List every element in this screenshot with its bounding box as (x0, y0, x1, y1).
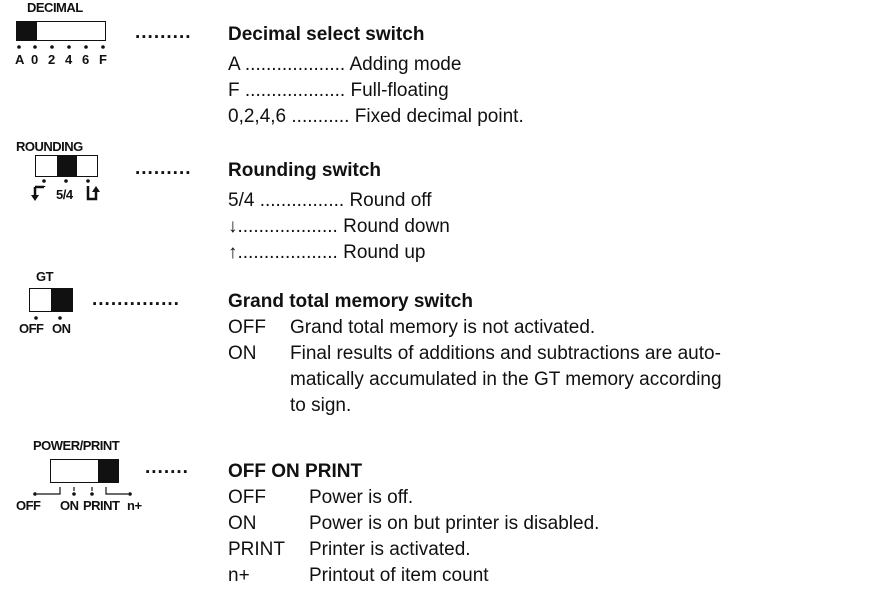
power-item-on-desc: Power is on but printer is disabled. (309, 513, 600, 534)
power-pos-off: OFF (16, 498, 41, 513)
gt-pos-off: OFF (19, 321, 44, 336)
item-desc: Round up (343, 242, 426, 263)
rounding-center-label: 5/4 (56, 187, 73, 202)
rounding-arrows (31, 179, 100, 201)
power-switch-label: POWER/PRINT (33, 438, 120, 453)
rounding-item-off: 5/4 ................ Round off (228, 190, 432, 212)
item-key: F (228, 80, 240, 101)
gt-item-on-desc-line3: to sign. (290, 395, 352, 416)
item-dots: ................... (244, 54, 346, 75)
power-pos-n-plus: n+ (127, 498, 142, 513)
item-dots: ................... (237, 216, 338, 237)
power-item-on-key: ON (228, 513, 257, 534)
gt-item-off-desc: Grand total memory is not activated. (290, 317, 596, 338)
item-key: ↑ (228, 242, 238, 263)
item-desc: Round down (343, 216, 450, 237)
item-desc: Round off (349, 190, 432, 211)
decimal-item-f: F ................... Full-floating (228, 80, 449, 102)
item-desc: Adding mode (349, 54, 462, 75)
item-dots: ........... (291, 106, 350, 127)
gt-item-off-key: OFF (228, 317, 266, 338)
rounding-leader: ......... (135, 158, 192, 179)
item-key: 5/4 (228, 190, 255, 211)
decimal-item-fixed: 0,2,4,6 ........... Fixed decimal point. (228, 106, 524, 128)
gt-switch-slider (29, 288, 73, 312)
gt-item-on-key: ON (228, 343, 257, 364)
power-position-lines (33, 487, 132, 496)
power-item-print-desc: Printer is activated. (309, 539, 471, 560)
item-dots: ................ (259, 190, 345, 211)
decimal-pos-a: A (15, 52, 24, 67)
gt-leader: .............. (92, 289, 180, 310)
power-switch-knob (98, 460, 118, 482)
power-leader: ....... (145, 457, 189, 478)
power-switch-slider (50, 459, 119, 483)
gt-pos-on: ON (52, 321, 71, 336)
power-item-print-key: PRINT (228, 539, 285, 560)
gt-position-dots (34, 316, 62, 320)
rounding-heading: Rounding switch (228, 160, 382, 181)
gt-switch-knob (51, 289, 72, 311)
decimal-switch-knob (17, 22, 37, 40)
rounding-switch-slider (35, 155, 98, 177)
power-pos-print: PRINT (83, 498, 120, 513)
rounding-item-up: ↑................... Round up (228, 242, 426, 264)
item-key: 0,2,4,6 (228, 106, 287, 127)
decimal-pos-0: 0 (31, 52, 38, 67)
gt-item-on-desc-line2: matically accumulated in the GT memory a… (290, 369, 722, 390)
decimal-pos-6: 6 (82, 52, 89, 67)
rounding-switch-label: ROUNDING (16, 139, 83, 154)
decimal-leader: ......... (135, 22, 192, 43)
item-desc: Fixed decimal point. (354, 106, 524, 127)
decimal-pos-f: F (99, 52, 107, 67)
gt-switch-label: GT (36, 269, 54, 284)
decimal-switch-slider (16, 21, 106, 41)
item-dots: ................... (244, 80, 346, 101)
decimal-position-dots (17, 45, 105, 49)
decimal-item-a: A ................... Adding mode (228, 54, 461, 76)
power-item-n-plus-desc: Printout of item count (309, 565, 489, 586)
power-pos-on: ON (60, 498, 79, 513)
item-desc: Full-floating (350, 80, 449, 101)
gt-heading: Grand total memory switch (228, 291, 473, 312)
rounding-switch-knob (57, 156, 77, 176)
power-heading: OFF ON PRINT (228, 461, 363, 482)
power-item-off-desc: Power is off. (309, 487, 414, 508)
decimal-switch-label: DECIMAL (27, 0, 83, 15)
item-key: ↓ (228, 216, 238, 237)
decimal-heading: Decimal select switch (228, 24, 425, 45)
decimal-pos-4: 4 (65, 52, 72, 67)
gt-item-on-desc-line1: Final results of additions and subtracti… (290, 343, 721, 364)
power-item-n-plus-key: n+ (228, 565, 250, 586)
item-key: A (228, 54, 240, 75)
rounding-item-down: ↓................... Round down (228, 216, 450, 238)
decimal-pos-2: 2 (48, 52, 55, 67)
power-item-off-key: OFF (228, 487, 266, 508)
item-dots: ................... (237, 242, 338, 263)
